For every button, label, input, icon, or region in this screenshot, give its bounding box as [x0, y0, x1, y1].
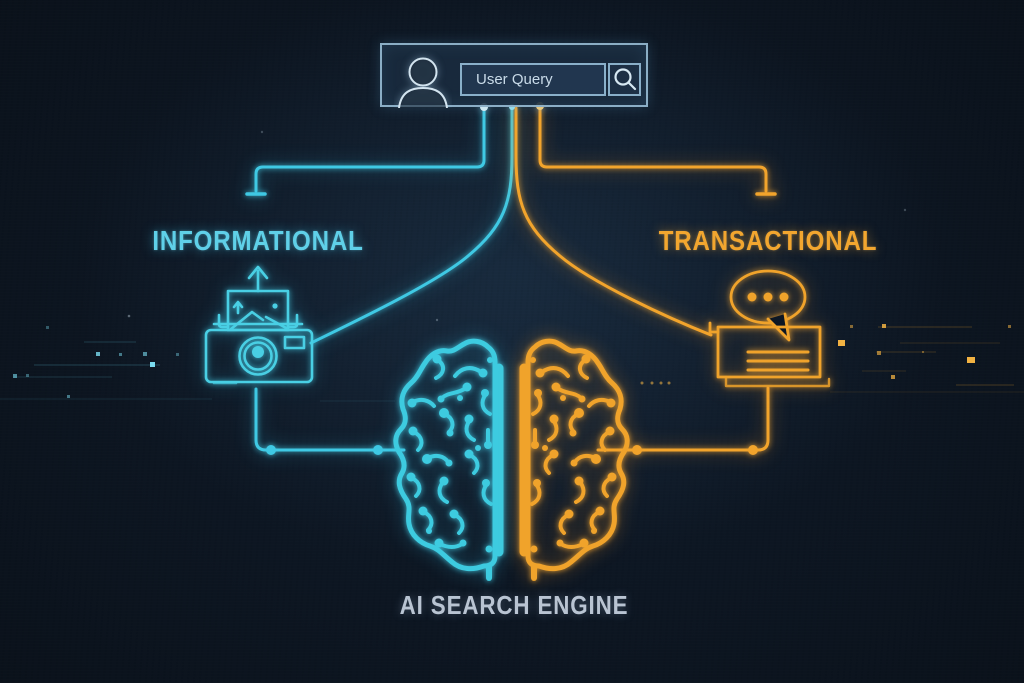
query-input[interactable] [460, 63, 606, 96]
ai-search-engine-label: AI SEARCH ENGINE [399, 590, 629, 620]
informational-label: INFORMATIONAL [152, 225, 364, 256]
query-box [380, 43, 648, 108]
transactional-label: TRANSACTIONAL [658, 225, 878, 256]
user-silhouette-icon [398, 57, 448, 108]
search-button[interactable] [608, 63, 641, 96]
magnifier-icon [613, 67, 636, 90]
